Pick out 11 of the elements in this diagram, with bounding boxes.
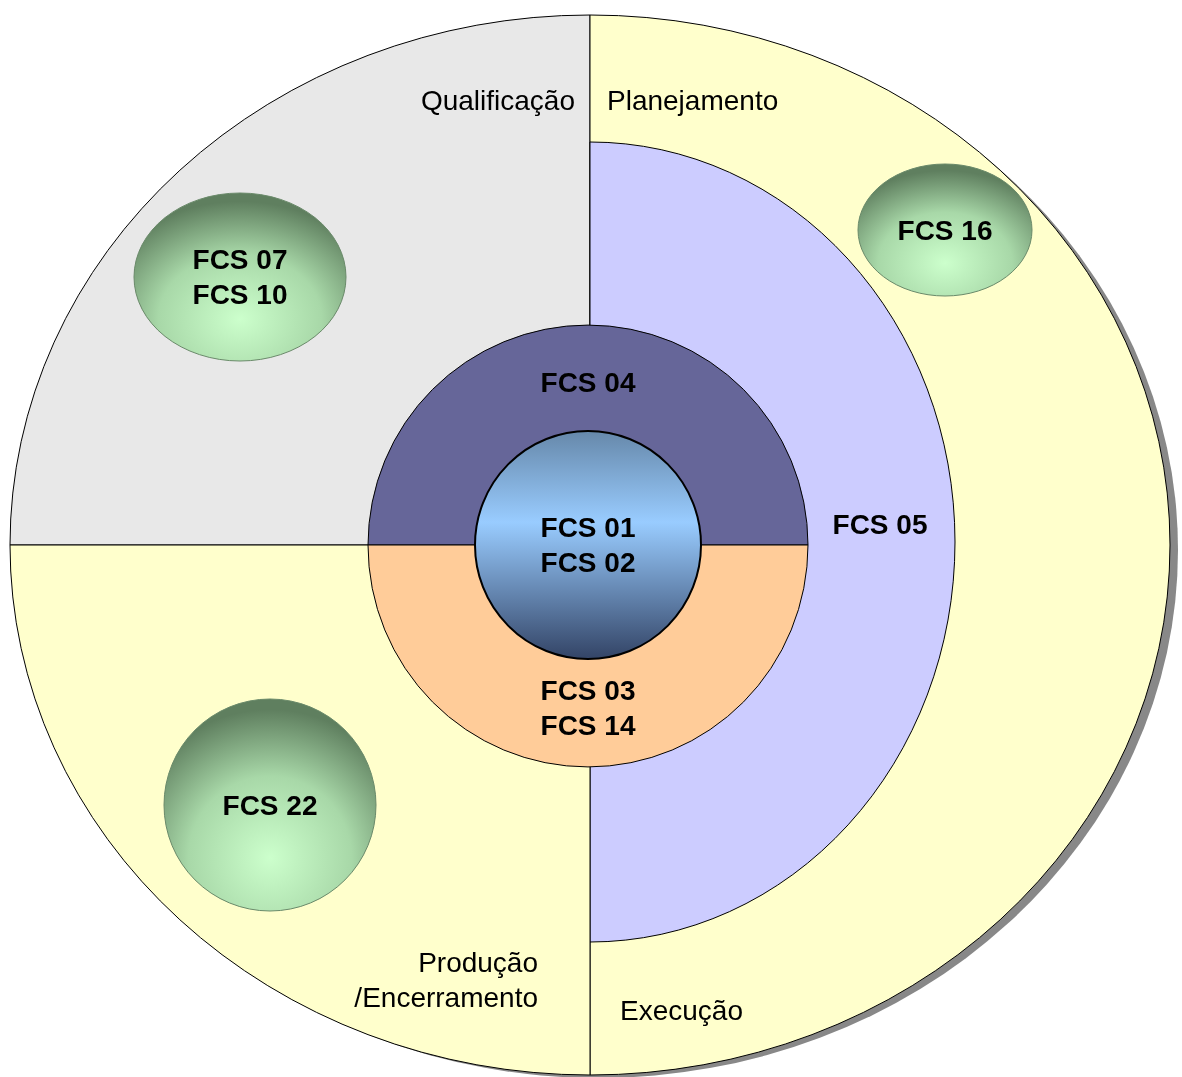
phase-label: Execução: [620, 994, 744, 1028]
phase-label: Qualificação: [419, 84, 575, 118]
factor-label: FCS 03 FCS 14: [539, 674, 637, 743]
factor-label: FCS 05: [831, 508, 929, 542]
factor-label: FCS 22: [221, 788, 319, 823]
factor-label: FCS 07 FCS 10: [191, 243, 289, 312]
phase-label: Planejamento: [607, 84, 780, 118]
factor-label: FCS 16: [896, 213, 994, 248]
phase-label: Produção /Encerramento: [353, 946, 538, 1015]
factor-label: FCS 04: [539, 366, 637, 400]
factor-label: FCS 01 FCS 02: [539, 511, 637, 580]
